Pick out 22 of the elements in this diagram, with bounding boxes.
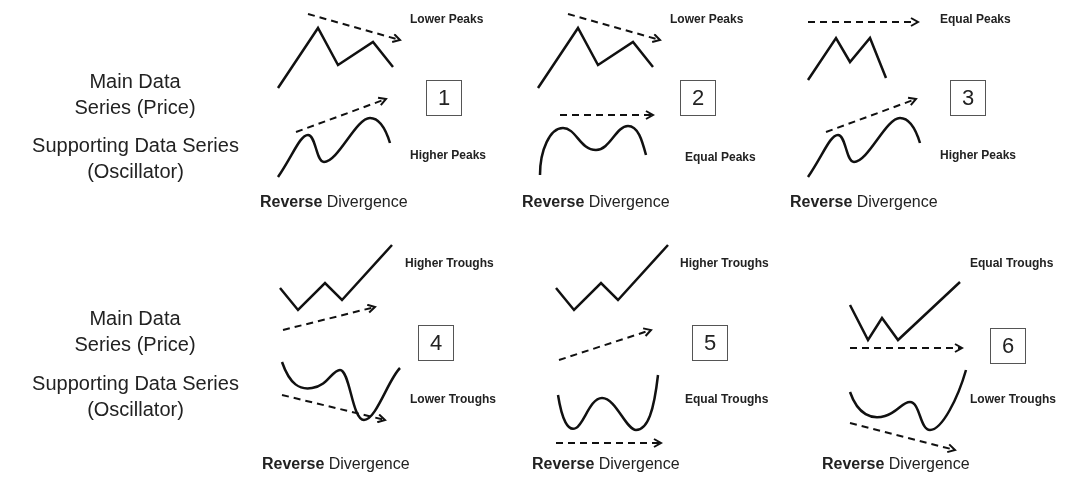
trend-label: Equal Troughs xyxy=(970,256,1054,270)
trend-label: Higher Troughs xyxy=(405,256,494,270)
series-label: Main Data Series (Price) xyxy=(73,306,197,357)
number-box: 5 xyxy=(692,325,728,361)
series-label: Supporting Data Series (Oscillator) xyxy=(31,133,240,184)
caption: Reverse Divergence xyxy=(822,455,970,473)
series-label: Supporting Data Series (Oscillator) xyxy=(31,371,240,422)
number-box: 1 xyxy=(426,80,462,116)
series-label: Main Data Series (Price) xyxy=(73,69,197,120)
trend-label: Lower Peaks xyxy=(410,12,484,26)
number-box: 4 xyxy=(418,325,454,361)
caption: Reverse Divergence xyxy=(260,193,408,211)
trend-label: Equal Peaks xyxy=(940,12,1011,26)
number-box: 3 xyxy=(950,80,986,116)
caption: Reverse Divergence xyxy=(532,455,680,473)
caption: Reverse Divergence xyxy=(522,193,670,211)
trend-label: Lower Peaks xyxy=(670,12,744,26)
number-box: 2 xyxy=(680,80,716,116)
trend-label: Higher Troughs xyxy=(680,256,769,270)
caption: Reverse Divergence xyxy=(262,455,410,473)
number-box: 6 xyxy=(990,328,1026,364)
caption: Reverse Divergence xyxy=(790,193,938,211)
